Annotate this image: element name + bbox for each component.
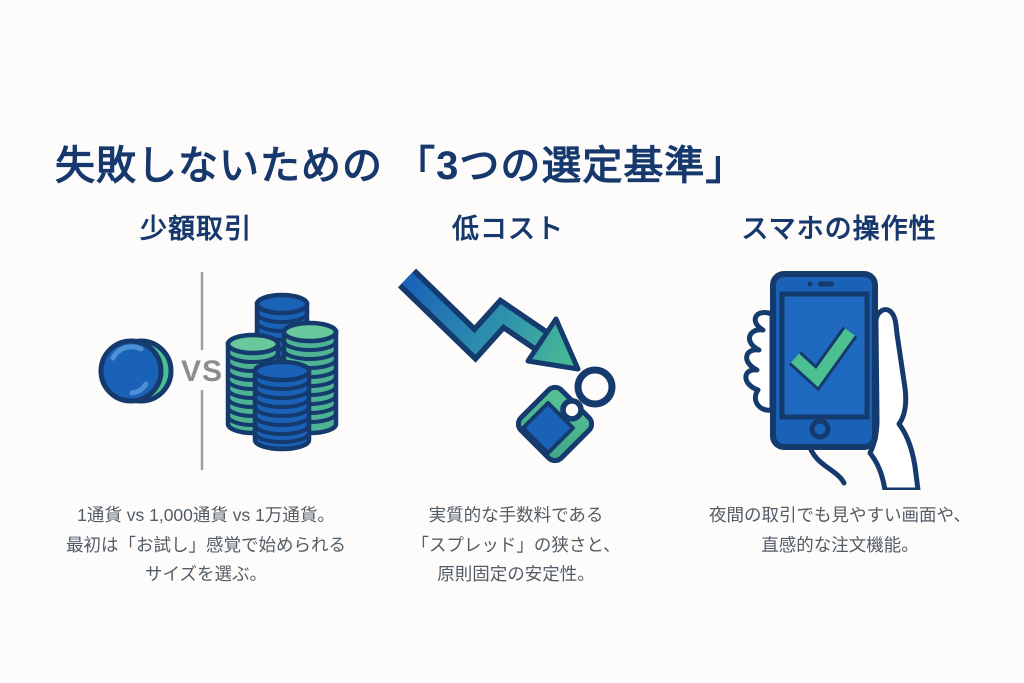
description-small-trade: 1通貨 vs 1,000通貨 vs 1万通貨。 最初は「お試し」感覚で始められる… <box>45 501 367 590</box>
coin-stacks-icon <box>225 292 339 452</box>
home-button-icon <box>809 418 831 440</box>
thumb-fingers-icon <box>743 310 775 413</box>
description-line: 最初は「お試し」感覚で始められる <box>66 534 346 555</box>
description-line: 夜間の取引でも見やすい画面や、 <box>709 505 971 525</box>
single-coin-vs-coin-stacks-illustration: VS <box>98 272 339 470</box>
column-header-smartphone: スマホの操作性 <box>741 214 937 244</box>
description-line: 実質的な手数料である <box>428 505 604 525</box>
description-line: 原則固定の安定性。 <box>437 564 595 584</box>
vs-divider: VS <box>181 272 223 470</box>
description-low-cost: 実質的な手数料である 「スプレッド」の狭さと、 原則固定の安定性。 <box>386 501 646 590</box>
price-tag-icon <box>515 366 616 464</box>
hand-icon <box>805 307 921 490</box>
description-line: 「スプレッド」の狭さと、 <box>411 534 621 555</box>
column-header-small-trade: 少額取引 <box>140 214 252 244</box>
single-coin-icon <box>98 338 174 404</box>
camera-dot-icon <box>807 281 813 287</box>
declining-arrow-price-tag-illustration <box>397 268 616 464</box>
hand-holding-smartphone-check-illustration <box>743 271 921 490</box>
checkmark-icon <box>788 326 858 392</box>
description-line: 1通貨 vs 1,000通貨 vs 1万通貨。 <box>77 505 335 525</box>
speaker-icon <box>818 281 834 287</box>
column-header-low-cost: 低コスト <box>452 214 564 244</box>
description-smartphone: 夜間の取引でも見やすい画面や、 直感的な注文機能。 <box>690 501 990 560</box>
vs-label: VS <box>181 355 223 388</box>
description-line: 直感的な注文機能。 <box>761 534 919 555</box>
page-title: 失敗しないための 「3つの選定基準」 <box>55 143 747 188</box>
declining-arrow-icon <box>397 268 581 372</box>
description-line: サイズを選ぶ。 <box>145 564 267 584</box>
